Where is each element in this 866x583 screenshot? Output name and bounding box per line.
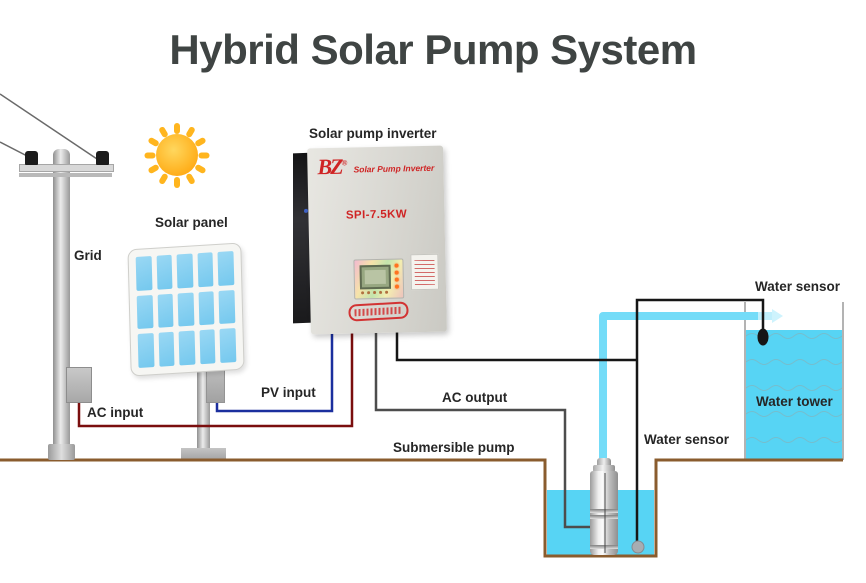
grid-meter-box	[66, 367, 92, 403]
pv-input-wire	[215, 331, 334, 413]
sun-core	[156, 134, 198, 176]
grid-crossarm-shadow	[19, 173, 112, 177]
submersible-pump	[588, 458, 620, 557]
water-sensor-tower-label: Water sensor	[755, 279, 841, 294]
water-tower-wall-left	[744, 302, 746, 460]
inverter-label: Solar pump inverter	[309, 126, 437, 141]
water-pipe	[599, 312, 758, 464]
water-tower-water	[745, 330, 843, 460]
panel-junction-box	[206, 368, 225, 403]
inverter-warning-label	[410, 253, 440, 291]
pump-body	[590, 471, 618, 555]
water-sensor-pit-label: Water sensor	[644, 432, 730, 447]
inverter-front-panel: BZ® Solar Pump Inverter SPI-7.5KW	[307, 145, 447, 335]
grid-insulator-right	[96, 151, 109, 165]
grid-label: Grid	[74, 248, 102, 263]
inverter-lcd-screen	[359, 264, 392, 290]
water-tower-wall-right	[842, 302, 844, 460]
sun-icon	[143, 121, 211, 189]
water-waves	[745, 333, 843, 443]
tower-water-sensor-probe	[757, 328, 769, 346]
grid-overhead-wire-1	[0, 93, 104, 164]
inverter-display-module	[353, 258, 405, 300]
solar-panel	[127, 242, 245, 377]
pump-cap	[597, 458, 611, 466]
ac-input-wire	[77, 331, 354, 428]
ac-output-wire	[374, 331, 592, 529]
pump-collar	[593, 465, 615, 472]
pv-input-label: PV input	[261, 385, 316, 400]
solar-panel-label: Solar panel	[155, 215, 228, 230]
ground-outline	[0, 458, 843, 558]
grid-pole-base	[48, 444, 75, 460]
inverter-brand-label	[348, 301, 409, 322]
grid-utility-pole	[53, 149, 70, 460]
ac-output-label: AC output	[442, 390, 508, 405]
pipe-flow-arrow-icon	[772, 309, 783, 323]
grid-crossarm	[19, 164, 114, 172]
inverter-header-text: Solar Pump Inverter	[353, 162, 435, 175]
ac-input-label: AC input	[87, 405, 144, 420]
water-tower-label: Water tower	[756, 394, 833, 409]
grid-insulator-left	[25, 151, 38, 165]
solar-pump-inverter: BZ® Solar Pump Inverter SPI-7.5KW	[289, 143, 451, 337]
inverter-model-text: SPI-7.5KW	[345, 208, 408, 222]
submersible-pump-label: Submersible pump	[393, 440, 515, 455]
inverter-brand-logo: BZ®	[317, 153, 348, 180]
pit-water-sensor-probe	[631, 540, 645, 554]
sensor-wire-trunk	[395, 331, 637, 362]
page-title: Hybrid Solar Pump System	[169, 26, 697, 73]
sensor-wire-branch	[635, 298, 765, 545]
solar-panel-base	[181, 448, 226, 460]
